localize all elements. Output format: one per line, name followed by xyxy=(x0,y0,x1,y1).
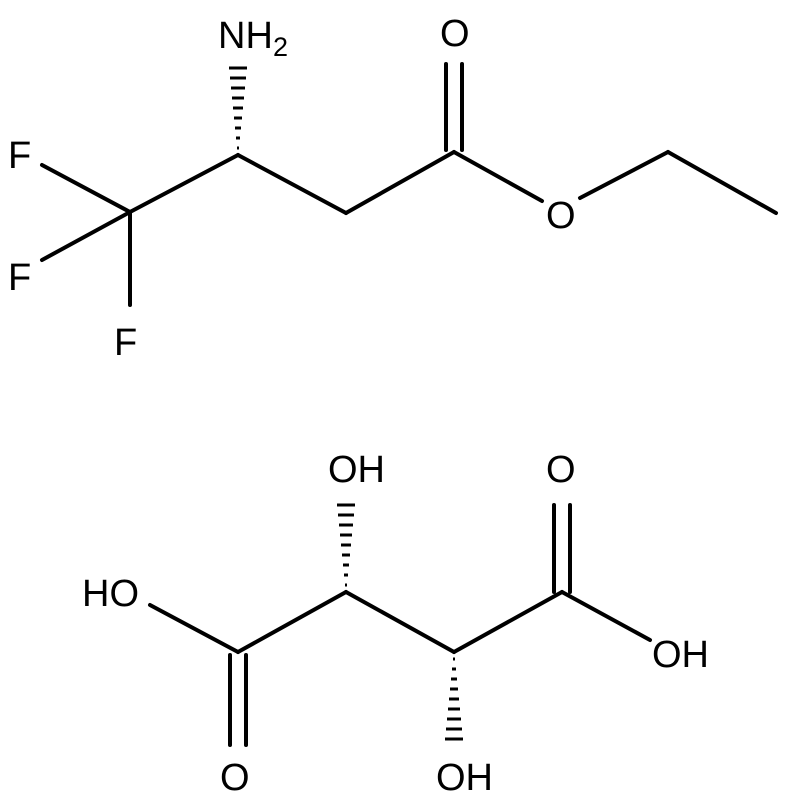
hashed-wedge-nh2 xyxy=(229,66,247,150)
molecule-1: NH 2 O O F F F xyxy=(8,13,778,364)
atom-acid-o-right: O xyxy=(546,449,576,491)
bond-c4-oh xyxy=(560,590,652,642)
bond-ch2-ch3 xyxy=(666,150,778,215)
atom-amine-subscript: 2 xyxy=(273,32,288,62)
bond-c4-f1 xyxy=(40,163,132,214)
bond-o-ch2 xyxy=(578,150,670,200)
bond-c1-c2 xyxy=(236,590,348,654)
bond-c4-f2 xyxy=(40,210,132,262)
atom-carbonyl-o: O xyxy=(440,13,470,55)
bond-c1-o xyxy=(452,150,544,203)
atom-f2: F xyxy=(8,257,31,299)
bond-c3-c4 xyxy=(128,153,240,214)
atom-acid-oh-right: OH xyxy=(652,634,709,676)
hashed-wedge-oh-top xyxy=(337,503,355,587)
atom-ester-o: O xyxy=(546,195,576,237)
atom-f1: F xyxy=(8,135,31,177)
bond-c3-c4 xyxy=(452,590,564,654)
atom-acid-oh-left: HO xyxy=(82,573,139,615)
hashed-wedge-oh-bottom xyxy=(445,657,463,741)
atom-acid-o-left: O xyxy=(220,757,250,799)
atom-hydroxyl-bottom: OH xyxy=(436,757,493,799)
bond-c3-c2 xyxy=(236,153,348,215)
molecule-2: OH O HO OH O OH xyxy=(82,449,709,799)
bond-c1-oh xyxy=(148,603,240,654)
atom-f3: F xyxy=(114,322,137,364)
atom-hydroxyl-top: OH xyxy=(328,449,385,491)
atom-amine-n: NH xyxy=(218,15,273,57)
bond-c2-c1 xyxy=(344,150,456,215)
bond-c2-c3 xyxy=(344,590,456,654)
